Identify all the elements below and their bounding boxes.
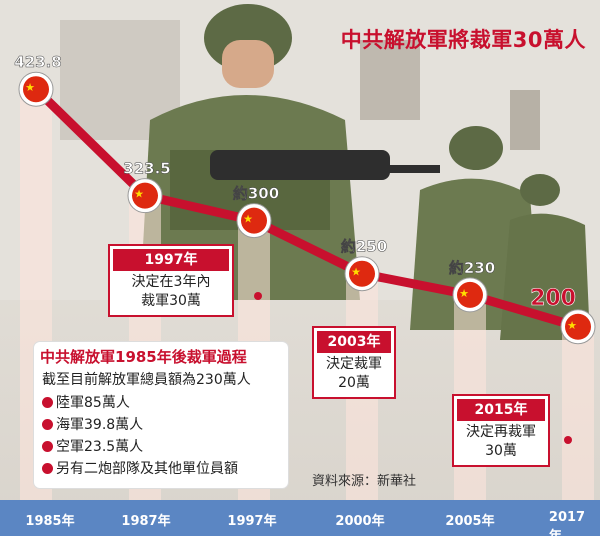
data-label: 約230 xyxy=(449,259,495,277)
legend-item: 另有二炮部隊及其他單位員額 xyxy=(42,458,238,478)
data-label: 約300 xyxy=(233,185,279,203)
legend-panel: 中共解放軍1985年後裁軍過程 截至目前解放軍總員額為230萬人 陸軍85萬人 … xyxy=(34,342,288,488)
legend-title: 中共解放軍1985年後裁軍過程 xyxy=(40,348,247,366)
svg-text:★: ★ xyxy=(567,319,577,332)
data-label: 約250 xyxy=(341,238,387,256)
data-label: 423.8 xyxy=(14,53,61,71)
annotation-connector xyxy=(254,292,262,300)
svg-text:★: ★ xyxy=(459,287,469,300)
background-photo xyxy=(0,0,600,340)
bullet-icon xyxy=(42,441,53,452)
legend-item: 海軍39.8萬人 xyxy=(42,414,143,434)
data-point-flag-icon: ★ xyxy=(452,277,488,313)
annotation-year: 2015年 xyxy=(457,399,545,421)
annotation-text: 決定在3年內 裁軍30萬 xyxy=(131,274,211,309)
x-tick-label: 1987年 xyxy=(121,514,171,529)
svg-text:★: ★ xyxy=(243,213,253,226)
data-point-flag-icon: ★ xyxy=(127,178,163,214)
annotation-year: 1997年 xyxy=(113,249,229,271)
svg-text:★: ★ xyxy=(25,81,35,94)
x-tick-label: 2017年 xyxy=(548,510,586,536)
data-point-flag-icon: ★ xyxy=(18,71,54,107)
x-tick-label: 1985年 xyxy=(25,514,75,529)
bullet-icon xyxy=(42,419,53,430)
data-point-flag-icon: ★ xyxy=(344,256,380,292)
annotation-2003: 2003年 決定裁軍 20萬 xyxy=(312,326,396,399)
svg-text:★: ★ xyxy=(134,188,144,201)
x-tick-label: 1997年 xyxy=(227,514,277,529)
series-line xyxy=(32,85,580,332)
data-point-flag-icon: ★ xyxy=(236,203,272,239)
annotation-connector xyxy=(564,436,572,444)
legend-subtitle: 截至目前解放軍總員額為230萬人 xyxy=(42,372,251,388)
x-tick-label: 2000年 xyxy=(335,514,385,529)
chart-title: 中共解放軍將裁軍30萬人 xyxy=(340,28,586,52)
x-axis-bar xyxy=(0,500,600,536)
annotation-text: 決定裁軍 20萬 xyxy=(326,356,382,391)
annotation-text: 決定再裁軍 30萬 xyxy=(466,424,536,459)
annotation-1997: 1997年 決定在3年內 裁軍30萬 xyxy=(108,244,234,317)
bullet-icon xyxy=(42,463,53,474)
svg-text:★: ★ xyxy=(351,266,361,279)
annotation-year: 2003年 xyxy=(317,331,391,353)
series-layer: ★ 423.8 ★ 323.5 ★ 約300 ★ 約250 ★ 約230 ★ 200 xyxy=(14,53,596,444)
guide-bar xyxy=(562,326,594,500)
data-label: 323.5 xyxy=(123,160,170,178)
legend-item: 空軍23.5萬人 xyxy=(42,436,143,456)
annotation-2015: 2015年 決定再裁軍 30萬 xyxy=(452,394,550,467)
bullet-icon xyxy=(42,397,53,408)
x-tick-label: 2005年 xyxy=(445,514,495,529)
data-point-flag-icon: ★ xyxy=(560,309,596,345)
data-label: 200 xyxy=(530,286,576,311)
source-note: 資料來源：新華社 xyxy=(312,474,417,489)
legend-item: 陸軍85萬人 xyxy=(42,392,130,412)
